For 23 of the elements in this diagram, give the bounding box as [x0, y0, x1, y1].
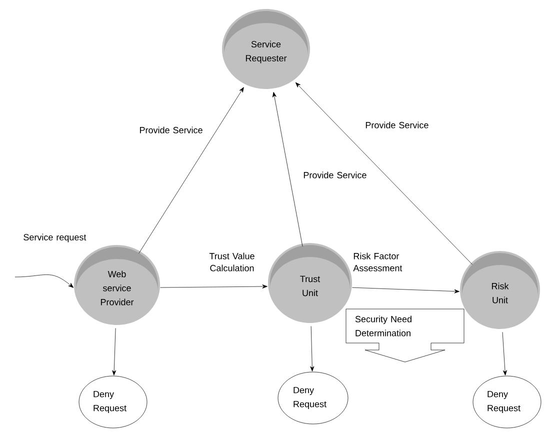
edge-label: Provide Service: [140, 126, 202, 134]
edge-label: Provide Service: [366, 122, 428, 128]
cylinder-node: Service Requester: [222, 9, 310, 89]
edge-label: Service request: [24, 234, 86, 242]
ellipse-node: Deny Request: [78, 376, 148, 428]
arrow: [14, 274, 74, 288]
arrow: [160, 284, 268, 288]
arrow: [352, 287, 460, 294]
arrow: [272, 92, 303, 247]
cylinder-node: Trust Unit: [268, 243, 352, 323]
cylinder-node: Web service Provider: [74, 245, 160, 325]
edge-label: Provide Service: [304, 172, 366, 178]
arrow: [310, 326, 314, 372]
edge-label: Trust Value Calculation: [209, 252, 254, 272]
cylinder-node: Risk Unit: [460, 251, 540, 329]
ellipse-node: Deny Request: [278, 372, 348, 424]
ellipse-node: Deny Request: [472, 376, 542, 428]
arrow: [502, 332, 507, 376]
arrow: [295, 82, 473, 265]
edge-label: Risk Factor Assessment: [353, 252, 402, 272]
callout-box: Security Need Determination: [346, 308, 464, 362]
arrow: [112, 328, 116, 376]
arrow: [138, 87, 244, 254]
